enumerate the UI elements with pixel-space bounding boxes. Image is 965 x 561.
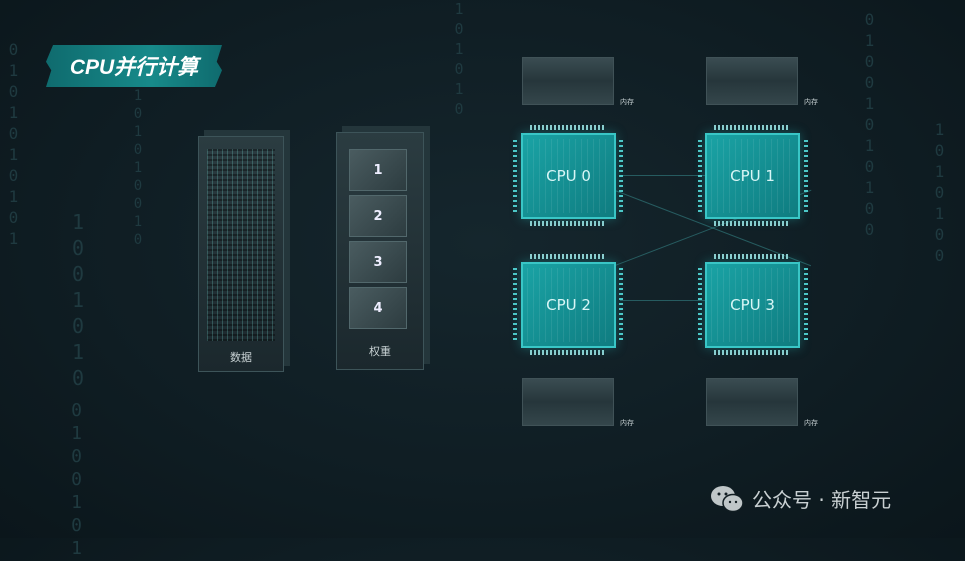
- chip-pins: [698, 268, 702, 340]
- chip-pins: [804, 268, 808, 340]
- weight-slot: 4: [349, 287, 407, 329]
- weight-slot: 2: [349, 195, 407, 237]
- binary-rain: 101010: [450, 0, 468, 120]
- memory-label: 内存: [620, 98, 634, 106]
- binary-rain: 0101010101: [4, 40, 23, 250]
- weight-slot: 1: [349, 149, 407, 191]
- page-title: CPU并行计算: [46, 45, 222, 87]
- data-block: 数据: [198, 136, 284, 372]
- cpu-1: CPU 1: [705, 133, 800, 219]
- interconnect-line: [620, 175, 705, 176]
- memory-label: 内存: [804, 419, 818, 427]
- cpu-label: CPU 3: [730, 296, 775, 314]
- chip-pins: [619, 268, 623, 340]
- data-stream: [207, 149, 275, 341]
- cpu-label: CPU 1: [730, 167, 775, 185]
- binary-rain: 0100101: [66, 400, 87, 561]
- memory-module: [706, 378, 798, 426]
- weights-block: 1 2 3 4 权重: [336, 132, 424, 370]
- wechat-icon: [711, 485, 744, 512]
- memory-module: [522, 378, 614, 426]
- chip-pins: [714, 125, 790, 130]
- memory-module: [522, 57, 614, 105]
- chip-pins: [714, 254, 790, 259]
- cpu-0: CPU 0: [521, 133, 616, 219]
- chip-pins: [530, 125, 606, 130]
- chip-pins: [530, 254, 606, 259]
- memory-label: 内存: [804, 98, 818, 106]
- memory-label: 内存: [620, 419, 634, 427]
- binary-rain: 1001010: [66, 210, 90, 392]
- binary-rain: 01001010100: [860, 10, 879, 241]
- chip-pins: [530, 350, 606, 355]
- cpu-2: CPU 2: [521, 262, 616, 348]
- binary-rain: 0101010010: [130, 70, 146, 250]
- cpu-label: CPU 2: [546, 296, 591, 314]
- interconnect-line: [620, 300, 705, 301]
- chip-pins: [619, 140, 623, 212]
- cpu-3: CPU 3: [705, 262, 800, 348]
- watermark-text: 公众号 · 新智元: [752, 488, 892, 512]
- weight-slot: 3: [349, 241, 407, 283]
- chip-pins: [714, 221, 790, 226]
- chip-pins: [714, 350, 790, 355]
- chip-pins: [513, 140, 517, 212]
- memory-module: [706, 57, 798, 105]
- chip-pins: [530, 221, 606, 226]
- chip-pins: [698, 140, 702, 212]
- watermark: 公众号 · 新智元: [710, 484, 891, 513]
- cpu-label: CPU 0: [546, 167, 591, 185]
- data-label: 数据: [230, 351, 252, 364]
- chip-pins: [513, 268, 517, 340]
- weights-label: 权重: [369, 345, 391, 358]
- chip-pins: [804, 140, 808, 212]
- binary-rain: 1010100: [930, 120, 949, 267]
